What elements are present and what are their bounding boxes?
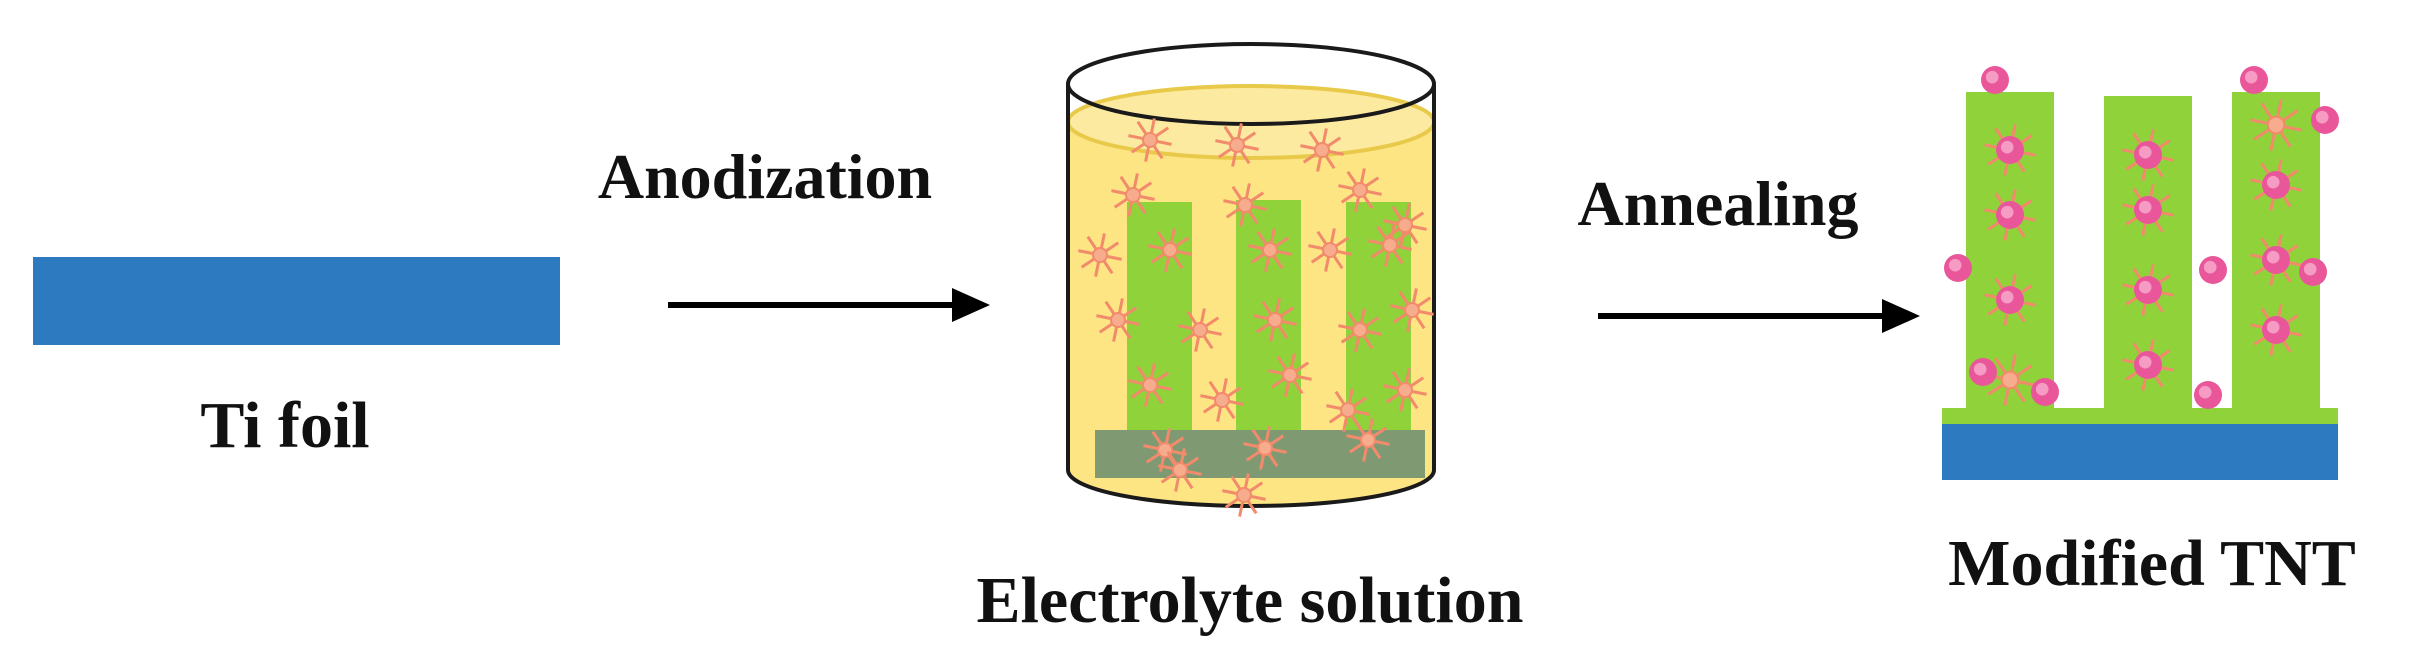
modified-tnt-label: Modified TNT (1948, 527, 2356, 600)
modified-tnt-structure (1942, 66, 2339, 480)
nanoparticle (2134, 141, 2162, 169)
electrolyte-molecule (1368, 223, 1412, 267)
electrolyte-label: Electrolyte solution (977, 564, 1524, 637)
nanoparticle (2134, 196, 2162, 224)
electrolyte-molecule (1222, 473, 1266, 517)
electrolyte-molecule (1243, 426, 1287, 470)
annealing-label: Annealing (1578, 168, 1859, 239)
electrolyte-molecule (1326, 388, 1370, 432)
electrolyte-molecule (1158, 448, 1202, 492)
electrolyte-molecule (1300, 128, 1344, 172)
electrolyte-molecule (1308, 228, 1352, 272)
electrolyte-molecule (1268, 353, 1312, 397)
annealing-arrow (1598, 299, 1920, 333)
electrolyte-beaker (1066, 42, 1436, 517)
electrolyte-molecule (1390, 288, 1434, 332)
nanoparticle (1996, 286, 2024, 314)
tnt-nanoparticles (1944, 66, 2339, 409)
anodization-arrow (668, 288, 990, 322)
electrolyte-molecule (1200, 378, 1244, 422)
nanoparticle (1996, 136, 2024, 164)
nanoparticle (2240, 66, 2268, 94)
electrolyte-molecule (1148, 228, 1192, 272)
electrolyte-molecule (1128, 363, 1172, 407)
nanoparticle (1969, 358, 1997, 386)
ti-foil-label: Ti foil (200, 389, 369, 462)
electrolyte-molecule (1096, 298, 1140, 342)
ti-foil-plate (33, 257, 560, 345)
tnt-substrate-green (1942, 408, 2338, 424)
nanoparticle (2262, 246, 2290, 274)
nanoparticle (1996, 201, 2024, 229)
electrolyte-molecule (1128, 118, 1172, 162)
nanoparticle (2194, 381, 2222, 409)
nanoparticle (2199, 256, 2227, 284)
anodization-label: Anodization (598, 141, 932, 212)
electrolyte-molecule (1223, 183, 1267, 227)
electrolyte-molecules (1078, 118, 1434, 517)
nanoparticle (2031, 378, 2059, 406)
electrolyte-molecule (1346, 418, 1390, 462)
nanoparticle (2134, 351, 2162, 379)
electrolyte-molecule (1078, 233, 1122, 277)
electrolyte-molecule (1248, 228, 1292, 272)
tnt-molecule (2250, 99, 2302, 151)
tnt-molecule (1984, 354, 2036, 406)
nanoparticle (2262, 316, 2290, 344)
electrolyte-molecule (1338, 308, 1382, 352)
nanoparticle (2262, 171, 2290, 199)
tnt-substrate-blue (1942, 422, 2338, 480)
electrolyte-molecule (1143, 428, 1187, 472)
nanoparticle (1944, 254, 1972, 282)
electrolyte-molecule (1178, 308, 1222, 352)
nanoparticle (2134, 276, 2162, 304)
electrolyte-molecule (1338, 168, 1382, 212)
electrolyte-molecule (1253, 298, 1297, 342)
nanoparticle (2299, 258, 2327, 286)
electrolyte-molecule (1215, 123, 1259, 167)
electrolyte-molecule (1383, 368, 1427, 412)
nanoparticle (1981, 66, 2009, 94)
nanoparticle (2311, 106, 2339, 134)
electrolyte-molecule (1383, 203, 1427, 247)
electrolyte-molecule (1111, 173, 1155, 217)
